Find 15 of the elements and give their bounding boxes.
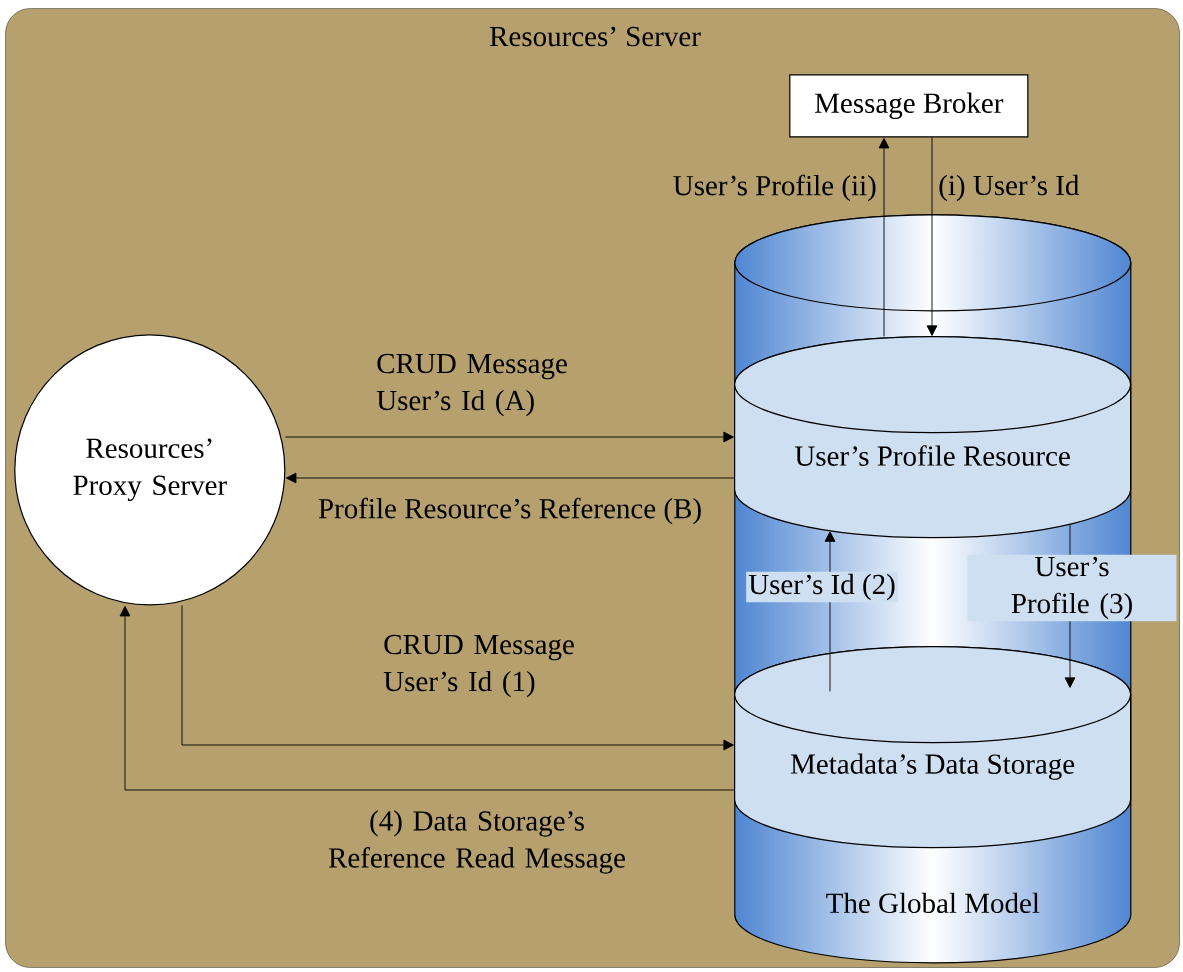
edge-label: (4) Data Storage’s Reference Read Message [328, 810, 625, 874]
edge-label: Profile Resource’s Reference (B) [318, 497, 701, 525]
arrow [285, 472, 735, 484]
arrow [926, 136, 938, 336]
arrow [181, 604, 734, 751]
arrow [878, 137, 890, 337]
edge-label: CRUD Message User’s Id (A) [376, 353, 567, 417]
arrow [119, 605, 735, 791]
edge-label: (i) User’s Id [936, 172, 1082, 204]
edge-label: User’s Profile (3) [967, 554, 1177, 622]
edge-label: CRUD Message User’s Id (1) [383, 634, 574, 698]
broker-box: Message Broker [789, 74, 1029, 138]
edge-label: User’s Id (2) [746, 571, 898, 603]
arrow [284, 431, 734, 443]
edge-label: User’s Profile (ii) [670, 172, 879, 204]
